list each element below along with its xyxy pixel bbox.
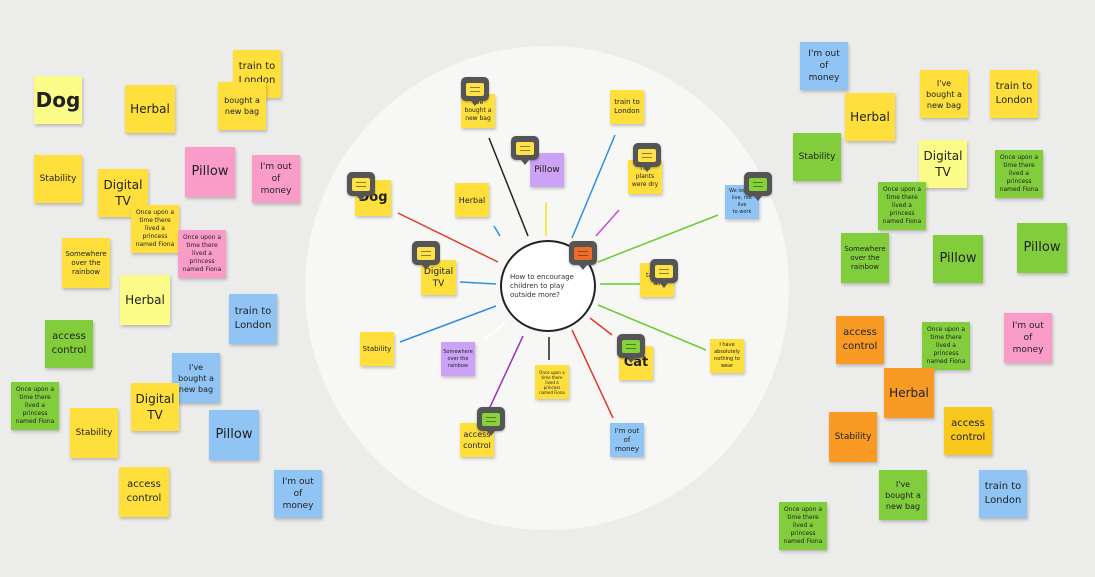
- sticky-note[interactable]: I've bought a new bag: [879, 470, 927, 520]
- comment-icon[interactable]: [347, 172, 375, 201]
- connector-line: [399, 305, 497, 343]
- mindmap-node[interactable]: I'm out of money: [610, 423, 644, 457]
- comment-icon[interactable]: [633, 143, 661, 172]
- sticky-note[interactable]: Pillow: [933, 235, 983, 283]
- comment-icon[interactable]: [511, 136, 539, 165]
- sticky-note[interactable]: Once upon a time there lived a princess …: [131, 205, 179, 253]
- sticky-note[interactable]: I'm out of money: [1004, 313, 1052, 363]
- sticky-note[interactable]: Pillow: [1017, 223, 1067, 273]
- sticky-note[interactable]: Herbal: [125, 85, 175, 133]
- mindmap-node[interactable]: Herbal: [455, 183, 489, 217]
- sticky-note[interactable]: access control: [45, 320, 93, 368]
- connector-line: [571, 134, 616, 239]
- sticky-note[interactable]: Once upon a time there lived a princess …: [11, 382, 59, 430]
- mindmap-node[interactable]: train to London: [610, 90, 644, 124]
- sticky-note[interactable]: Herbal: [884, 368, 934, 418]
- sticky-note[interactable]: I'm out of money: [800, 42, 848, 90]
- mindmap-node[interactable]: Once upon a time there lived a princess …: [535, 365, 569, 399]
- sticky-note[interactable]: Once upon a time there lived a princess …: [922, 322, 970, 370]
- connector-line: [488, 137, 529, 237]
- connector-line: [597, 214, 719, 263]
- sticky-note[interactable]: Herbal: [120, 275, 170, 325]
- connector-line: [459, 281, 497, 285]
- sticky-note[interactable]: access control: [944, 407, 992, 455]
- sticky-note[interactable]: Once upon a time there lived a princess …: [779, 502, 827, 550]
- sticky-note[interactable]: access control: [119, 467, 169, 517]
- mindmap-node[interactable]: I have absolutely nothing to wear: [710, 339, 744, 373]
- sticky-note[interactable]: Stability: [829, 412, 877, 462]
- sticky-note[interactable]: train to London: [990, 70, 1038, 118]
- sticky-note[interactable]: Once upon a time there lived a princess …: [878, 182, 926, 230]
- sticky-note[interactable]: Once upon a time there lived a princess …: [995, 150, 1043, 198]
- sticky-note[interactable]: access control: [836, 316, 884, 364]
- comment-icon[interactable]: [569, 241, 597, 270]
- mindmap-node[interactable]: Stability: [360, 332, 394, 366]
- sticky-note[interactable]: Digital TV: [131, 383, 179, 431]
- comment-icon[interactable]: [477, 407, 505, 436]
- connector-line: [589, 317, 613, 336]
- connector-line: [483, 335, 524, 421]
- sticky-note[interactable]: Pillow: [209, 410, 259, 460]
- sticky-note[interactable]: train to London: [979, 470, 1027, 518]
- sticky-note[interactable]: Once upon a time there lived a princess …: [178, 230, 226, 278]
- sticky-note[interactable]: I'm out of money: [252, 155, 300, 203]
- comment-icon[interactable]: [650, 259, 678, 288]
- comment-icon[interactable]: [412, 241, 440, 270]
- sticky-note[interactable]: Herbal: [845, 93, 895, 141]
- sticky-note[interactable]: Stability: [34, 155, 82, 203]
- sticky-note[interactable]: Stability: [793, 133, 841, 181]
- sticky-note[interactable]: Digital TV: [919, 140, 967, 188]
- sticky-note[interactable]: Stability: [70, 408, 118, 458]
- sticky-note[interactable]: I've bought a new bag: [172, 353, 220, 403]
- connector-line: [597, 304, 707, 351]
- connector-line: [483, 321, 507, 341]
- comment-icon[interactable]: [461, 77, 489, 106]
- sticky-note[interactable]: train to London: [229, 294, 277, 344]
- mindmap-node[interactable]: Somewhere over the rainbow: [441, 342, 475, 376]
- connector-line: [397, 212, 499, 263]
- sticky-note[interactable]: Dog: [34, 76, 82, 124]
- sticky-note[interactable]: I'm out of money: [274, 470, 322, 518]
- central-question-text: How to encourage children to play outsid…: [510, 272, 574, 299]
- sticky-note[interactable]: I've bought a new bag: [920, 70, 968, 118]
- sticky-note[interactable]: Somewhere over the rainbow: [841, 233, 889, 283]
- connector-line: [595, 209, 620, 237]
- comment-icon[interactable]: [744, 172, 772, 201]
- connector-line: [571, 329, 614, 419]
- sticky-note[interactable]: Pillow: [185, 147, 235, 197]
- sticky-note[interactable]: bought a new bag: [218, 82, 266, 130]
- sticky-note[interactable]: Somewhere over the rainbow: [62, 238, 110, 288]
- connector-line: [493, 225, 501, 237]
- comment-icon[interactable]: [617, 334, 645, 363]
